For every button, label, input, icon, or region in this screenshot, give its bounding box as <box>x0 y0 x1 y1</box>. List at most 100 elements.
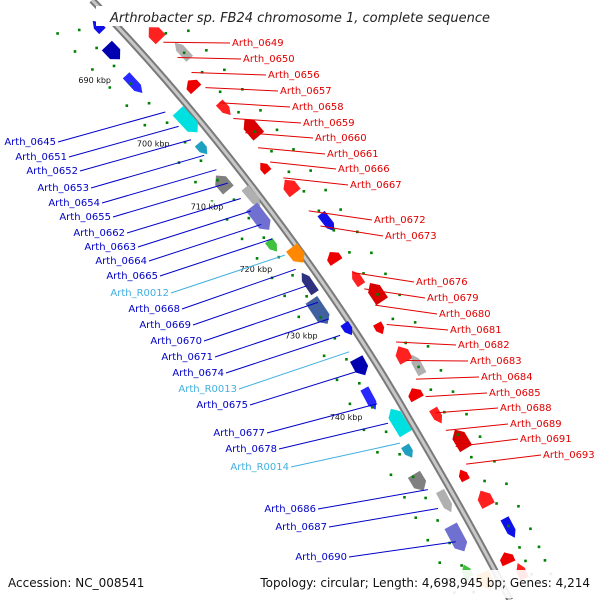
gene-label[interactable]: Arth_0690 <box>295 552 347 563</box>
callout-line <box>126 197 241 234</box>
gene-feature[interactable] <box>401 443 413 458</box>
gene-feature[interactable] <box>246 202 271 230</box>
gene-label[interactable]: Arth_0670 <box>150 336 202 347</box>
scale-tick <box>493 459 496 463</box>
gene-label[interactable]: Arth_0691 <box>520 434 572 445</box>
topology-text: Topology: circular; Length: 4,698,945 bp… <box>259 576 590 590</box>
gene-feature[interactable] <box>122 72 143 93</box>
gene-feature[interactable] <box>215 175 234 195</box>
gene-label[interactable]: Arth_0655 <box>59 212 111 223</box>
scale-tick <box>125 104 129 107</box>
gene-feature[interactable] <box>444 522 468 552</box>
gene-feature[interactable] <box>92 20 106 35</box>
rna-label[interactable]: Arth_R0012 <box>110 288 169 299</box>
gene-label[interactable]: Arth_0688 <box>500 403 552 414</box>
gene-label[interactable]: Arth_0693 <box>543 450 595 461</box>
gene-label[interactable]: Arth_0669 <box>139 320 191 331</box>
gene-label[interactable]: Arth_0664 <box>95 256 147 267</box>
rna-label[interactable]: Arth_R0014 <box>230 462 289 473</box>
gene-label[interactable]: Arth_0683 <box>470 356 522 367</box>
gene-label[interactable]: Arth_0652 <box>26 166 78 177</box>
gene-feature[interactable] <box>340 321 353 336</box>
gene-label[interactable]: Arth_0654 <box>48 198 100 209</box>
rna-label[interactable]: Arth_R0013 <box>178 384 237 395</box>
gene-label[interactable]: Arth_0682 <box>458 340 510 351</box>
gene-label[interactable]: Arth_0671 <box>161 352 213 363</box>
gene-feature[interactable] <box>458 469 470 483</box>
gene-feature[interactable] <box>408 388 424 403</box>
gene-label[interactable]: Arth_0656 <box>268 70 320 81</box>
gene-feature[interactable] <box>215 99 231 116</box>
gene-feature[interactable] <box>243 119 265 141</box>
callout-line <box>159 238 273 277</box>
scale-tick <box>108 86 112 89</box>
gene-label[interactable]: Arth_0677 <box>213 428 265 439</box>
scale-tick <box>317 209 321 213</box>
gene-label[interactable]: Arth_0680 <box>439 309 491 320</box>
gene-feature[interactable] <box>411 354 427 377</box>
callout-line <box>348 541 456 558</box>
gene-feature[interactable] <box>260 162 272 175</box>
gene-label[interactable]: Arth_0645 <box>4 137 56 148</box>
gene-label[interactable]: Arth_0684 <box>481 372 533 383</box>
gene-feature[interactable] <box>265 237 278 252</box>
gene-feature[interactable] <box>395 346 413 365</box>
callout-line <box>90 154 205 189</box>
gene-label[interactable]: Arth_0672 <box>374 215 426 226</box>
gene-feature[interactable] <box>186 79 202 95</box>
gene-label[interactable]: Arth_0685 <box>489 388 541 399</box>
gene-label[interactable]: Arth_0650 <box>243 54 295 65</box>
gene-label[interactable]: Arth_0689 <box>510 419 562 430</box>
gene-feature[interactable] <box>286 243 305 263</box>
gene-label[interactable]: Arth_0679 <box>427 293 479 304</box>
gene-label[interactable]: Arth_0668 <box>128 304 180 315</box>
gene-label[interactable]: Arth_0651 <box>15 152 67 163</box>
gene-label[interactable]: Arth_0674 <box>172 368 224 379</box>
gene-feature[interactable] <box>101 40 121 60</box>
gene-feature[interactable] <box>452 429 473 453</box>
gene-feature[interactable] <box>148 27 166 45</box>
gene-label[interactable]: Arth_0653 <box>37 183 89 194</box>
gene-label[interactable]: Arth_0678 <box>225 444 277 455</box>
gene-feature[interactable] <box>241 185 261 207</box>
gene-label[interactable]: Arth_0663 <box>84 242 136 253</box>
gene-label[interactable]: Arth_0673 <box>385 231 437 242</box>
gene-feature[interactable] <box>350 355 369 376</box>
gene-label[interactable]: Arth_0659 <box>303 118 355 129</box>
kbp-label-backdrop <box>74 75 115 87</box>
gene-feature[interactable] <box>327 252 343 266</box>
gene-feature[interactable] <box>283 179 301 198</box>
gene-label[interactable]: Arth_0662 <box>73 228 125 239</box>
gene-feature[interactable] <box>477 490 495 509</box>
gene-label[interactable]: Arth_0661 <box>327 149 379 160</box>
gene-label[interactable]: Arth_0687 <box>275 522 327 533</box>
gene-feature[interactable] <box>194 140 208 155</box>
scale-tick <box>537 545 541 549</box>
gene-label[interactable]: Arth_0667 <box>350 180 402 191</box>
gene-feature[interactable] <box>301 272 319 296</box>
gene-label[interactable]: Arth_0675 <box>196 400 248 411</box>
gene-label[interactable]: Arth_0649 <box>232 38 284 49</box>
gene-feature[interactable] <box>373 321 385 335</box>
gene-label[interactable]: Arth_0660 <box>315 133 367 144</box>
gene-feature[interactable] <box>407 470 427 491</box>
gene-label[interactable]: Arth_0657 <box>280 86 332 97</box>
gene-label[interactable]: Arth_0686 <box>264 504 316 515</box>
scale-tick <box>112 64 116 68</box>
gene-feature[interactable] <box>429 406 442 424</box>
gene-feature[interactable] <box>352 270 366 288</box>
gene-feature[interactable] <box>436 488 452 513</box>
gene-feature[interactable] <box>500 552 516 567</box>
gene-label[interactable]: Arth_0665 <box>106 271 158 282</box>
gene-feature[interactable] <box>317 210 335 232</box>
scale-tick <box>322 354 326 358</box>
gene-label[interactable]: Arth_0658 <box>292 102 344 113</box>
gene-label[interactable]: Arth_0666 <box>338 164 390 175</box>
gene-label[interactable]: Arth_0681 <box>450 325 502 336</box>
gene-feature[interactable] <box>360 386 377 410</box>
gene-feature[interactable] <box>388 408 412 438</box>
gene-feature[interactable] <box>172 106 198 133</box>
gene-feature[interactable] <box>305 296 330 324</box>
scale-tick <box>345 358 348 361</box>
gene-label[interactable]: Arth_0676 <box>416 277 468 288</box>
